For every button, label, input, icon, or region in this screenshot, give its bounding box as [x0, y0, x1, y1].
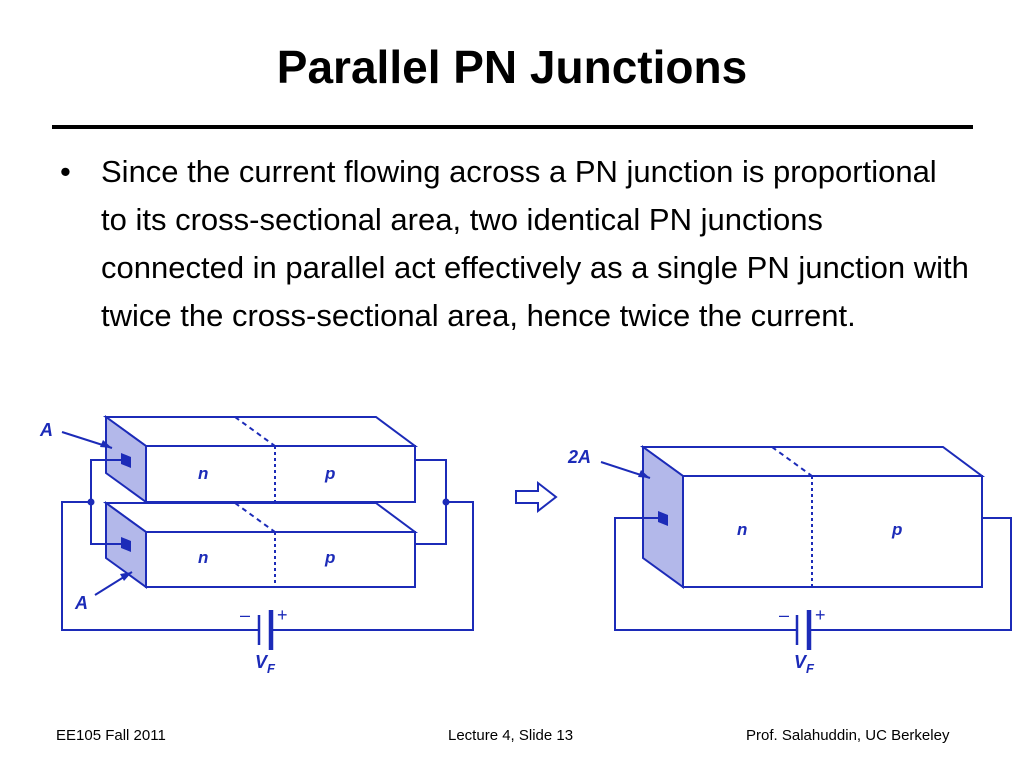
- left-bottom-junction: [102, 501, 419, 589]
- slide-title: Parallel PN Junctions: [276, 41, 748, 93]
- left-top-junction: [102, 415, 419, 504]
- left-plus-sign: +: [277, 605, 288, 625]
- implies-arrow: [515, 480, 558, 514]
- right-p-label: p: [891, 520, 902, 539]
- title-divider: [52, 125, 973, 129]
- left-area-label-top: A: [39, 420, 53, 440]
- right-vf-label: VF: [794, 652, 815, 676]
- right-minus-sign: –: [779, 605, 789, 625]
- left-top-n-label: n: [198, 464, 208, 483]
- right-junction: [639, 445, 986, 589]
- right-node-dot: [442, 498, 450, 506]
- right-plus-sign: +: [815, 605, 826, 625]
- left-bottom-contact: [121, 537, 131, 552]
- left-node-dot: [87, 498, 95, 506]
- left-minus-sign: –: [240, 605, 250, 625]
- left-top-contact: [121, 453, 131, 468]
- footer-slide-number: Lecture 4, Slide 13: [448, 727, 574, 744]
- left-bottom-n-label: n: [198, 548, 208, 567]
- bullet-marker: •: [60, 154, 71, 189]
- right-contact: [658, 511, 668, 526]
- bullet-text: Since the current flowing across a PN ju…: [101, 154, 969, 333]
- left-circuit-wires: [61, 459, 474, 650]
- footer-course: EE105 Fall 2011: [56, 727, 166, 744]
- left-bottom-p-label: p: [324, 548, 335, 567]
- left-area-label-bottom: A: [74, 593, 88, 613]
- footer-instructor: Prof. Salahuddin, UC Berkeley: [746, 727, 950, 744]
- left-vf-label: VF: [255, 652, 276, 676]
- right-area-label: 2A: [567, 447, 591, 467]
- right-n-label: n: [737, 520, 747, 539]
- right-circuit-wires: [614, 517, 1012, 650]
- left-top-p-label: p: [324, 464, 335, 483]
- pn-junction-diagram: A A n p n p – + VF 2A n p – + VF: [39, 415, 1012, 676]
